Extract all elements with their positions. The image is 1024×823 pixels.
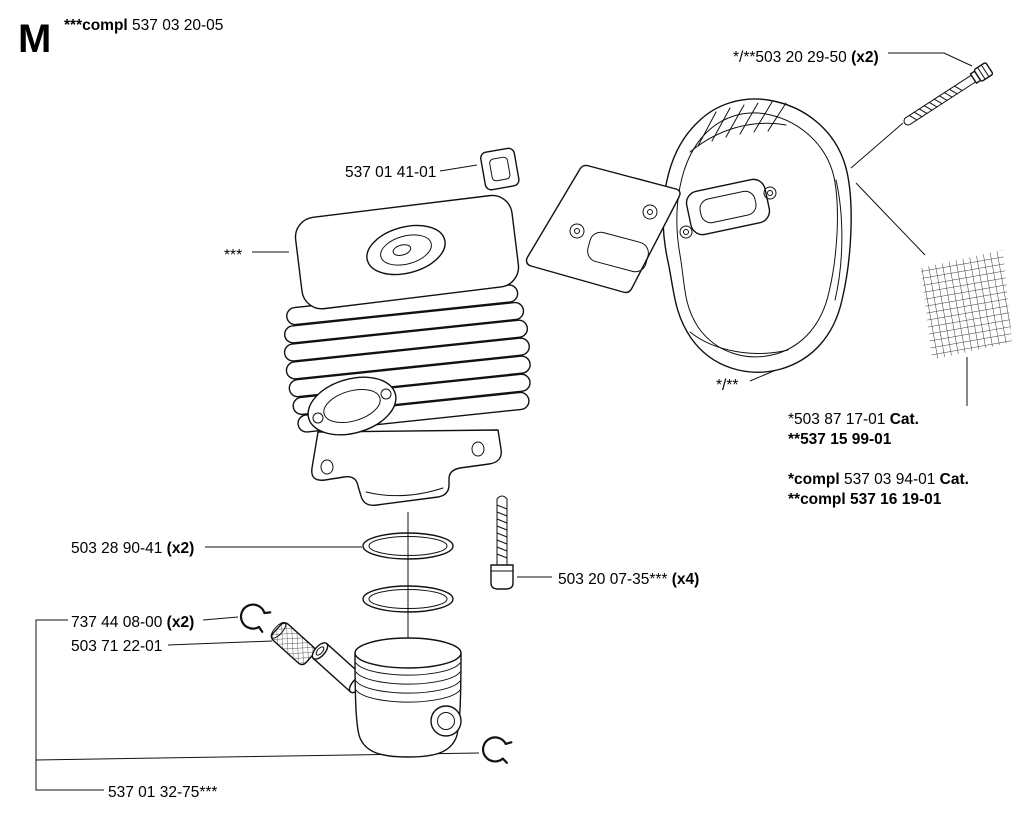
left-bracket-line <box>35 619 104 791</box>
bracket-label: 537 01 41-01 <box>345 164 436 181</box>
muffler-mesh-line <box>855 182 926 256</box>
bearing-label: 503 71 22-01 <box>71 638 162 655</box>
bracket-leader-line <box>439 164 478 172</box>
assembly-label: ***compl 537 03 20-05 <box>64 17 223 34</box>
piston-label: 537 01 32-75*** <box>108 784 217 801</box>
piston-drawing <box>354 637 462 758</box>
circlip-1-drawing <box>239 603 272 633</box>
cylinder-top-plate <box>294 194 520 310</box>
circlip-leader-line <box>202 616 239 621</box>
circlip-2-drawing <box>482 736 513 764</box>
piston-rings-drawing <box>362 512 454 648</box>
rings-label: 503 28 90-41 (x2) <box>71 540 194 557</box>
muffler-bolt-line <box>850 122 904 169</box>
cylinder-base <box>311 429 502 506</box>
cylinder-screw-drawing <box>490 495 514 590</box>
exhaust-flange <box>307 376 397 436</box>
muffler-cat-label-line1: *503 87 17-01 Cat. <box>788 411 919 428</box>
bolt-leader-line <box>888 52 973 67</box>
circlips-label: 737 44 08-00 (x2) <box>71 614 194 631</box>
compl-cat-label-line1: *compl 537 03 94-01 Cat. <box>788 471 969 488</box>
screws-label: 503 20 07-35*** (x4) <box>558 571 699 588</box>
muffler-cat-label-line2: **537 15 99-01 <box>788 431 892 448</box>
cylinder-fins <box>283 284 531 433</box>
bearing-leader-line <box>167 640 273 646</box>
bracket-clip-drawing <box>480 147 520 191</box>
muffler-drawing <box>662 98 852 373</box>
cylinder-bore <box>366 224 446 276</box>
cylinder-ref-label: *** <box>224 247 242 264</box>
muffler-ref-leader-line <box>749 369 777 382</box>
cylinder-drawing <box>283 194 531 506</box>
needle-bearing-drawing <box>270 621 316 666</box>
bolt-label: */**503 20 29-50 (x2) <box>733 49 879 66</box>
muffler-bolt-drawing <box>903 62 994 126</box>
muffler-ref-label: */** <box>716 377 738 394</box>
compl-cat-label-line2: **compl 537 16 19-01 <box>788 491 942 508</box>
spark-screen-mesh <box>921 250 1012 360</box>
gasket-drawing <box>525 164 681 294</box>
piston-pin-drawing <box>311 642 366 694</box>
page-letter: M <box>18 17 51 61</box>
